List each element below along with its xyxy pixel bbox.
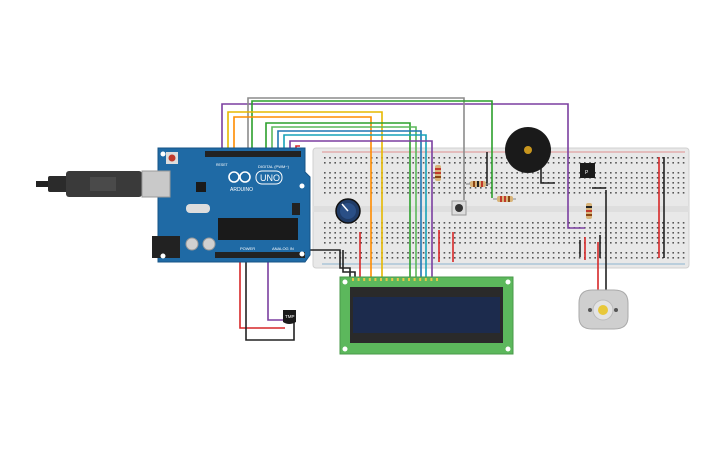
dc-motor[interactable] — [578, 289, 629, 330]
wire-blue-lcd — [277, 130, 422, 278]
wire-gray-button — [247, 97, 465, 200]
resistor-button[interactable] — [466, 181, 490, 187]
piezo-buzzer[interactable] — [505, 127, 551, 173]
power-jack — [152, 236, 180, 258]
power-label: POWER — [240, 246, 255, 251]
temp-sensor-label: TMP — [285, 314, 295, 319]
wire-green-resistor — [251, 100, 493, 198]
lcd-pins — [352, 278, 438, 281]
atmega-chip — [218, 218, 298, 240]
wire-black-lcd — [342, 250, 356, 278]
reset-label: RESET — [216, 163, 229, 167]
wire-green-lcd-2 — [271, 126, 417, 278]
resistor-vertical[interactable] — [435, 165, 441, 181]
arduino-logo — [228, 171, 251, 183]
temperature-sensor[interactable]: TMP — [283, 310, 296, 324]
lcd-display[interactable] — [339, 276, 514, 355]
breadboard[interactable] — [312, 147, 690, 269]
wire-green-lcd — [265, 122, 411, 278]
wire-yellow — [227, 111, 383, 278]
digital-header — [205, 151, 301, 157]
wire-purple-lcd — [289, 140, 433, 278]
pir-label: P — [585, 170, 589, 176]
digital-label: DIGITAL (PWM~) — [258, 164, 290, 169]
analog-label: ANALOG IN — [272, 246, 294, 251]
resistor-pir[interactable] — [586, 203, 592, 219]
usb-cable-plug — [48, 176, 70, 192]
wire-purple-a0 — [267, 258, 284, 321]
pir-sensor[interactable]: P — [580, 163, 595, 178]
wire-power — [239, 152, 665, 341]
wire-red-5v — [239, 258, 285, 329]
usb-port — [141, 170, 171, 198]
wire-bundle — [221, 97, 585, 278]
arduino-uno[interactable]: ARDUINO UNO DIGITAL (PWM~) POWER ANALOG … — [36, 147, 311, 263]
wire-purple-pir — [221, 103, 585, 229]
arduino-brand: ARDUINO — [230, 187, 253, 193]
wire-orange — [233, 116, 372, 278]
usb-cable-tip — [36, 181, 50, 187]
arduino-model: UNO — [260, 173, 280, 183]
wire-teal-lcd — [283, 134, 427, 278]
lcd-screen — [353, 297, 500, 333]
pushbutton[interactable] — [451, 200, 467, 216]
potentiometer[interactable] — [335, 198, 361, 224]
power-analog-header — [215, 252, 305, 258]
wire-black-gnd2 — [245, 258, 295, 341]
resistor-transistor[interactable] — [493, 196, 516, 202]
